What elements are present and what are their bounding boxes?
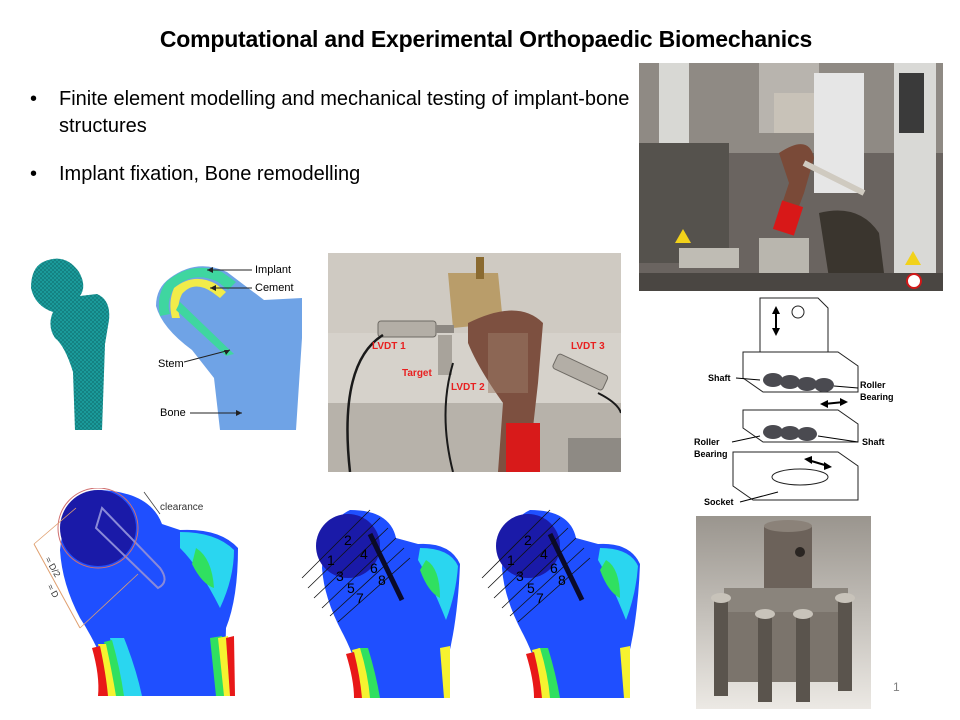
bullet-marker: •: [30, 88, 38, 110]
slide-title: Computational and Experimental Orthopaed…: [159, 26, 813, 52]
section-number: 4: [360, 546, 368, 562]
stem-label: Stem: [158, 358, 184, 370]
lvdt3-label: LVDT 3: [571, 341, 605, 352]
lvdt-setup-photo: LVDT 1 LVDT 3 Target LVDT 2: [328, 253, 621, 472]
shaft-top-label: Shaft: [708, 373, 731, 383]
bullet-text: Finite element modelling and mechanical …: [59, 88, 630, 137]
clearance-label: clearance: [160, 502, 204, 513]
section-number: 4: [540, 546, 548, 562]
fixture-photo: [696, 516, 871, 709]
stress-contour-clearance: clearance ≈ D/2 ≈ D: [20, 487, 245, 696]
section-number: 1: [327, 552, 335, 568]
roller-bearing-left-label: Roller Bearing: [694, 437, 728, 459]
shaft-right-label: Shaft: [862, 437, 885, 447]
section-number: 2: [344, 532, 352, 548]
bullet-list: • Finite element modelling and mechanica…: [30, 86, 630, 209]
page-number: 1: [893, 680, 900, 694]
section-number: 7: [536, 590, 544, 606]
testing-machine-photo: [639, 63, 943, 291]
stress-contour-sections-a: 1 2 3 4 5 6 7 8: [300, 508, 470, 698]
section-number: 8: [378, 572, 386, 588]
section-number: 8: [558, 572, 566, 588]
section-number: 5: [527, 580, 535, 596]
section-number: 2: [524, 532, 532, 548]
implant-bone-diagram: Implant Cement Stem Bone: [152, 258, 302, 430]
lvdt1-label: LVDT 1: [372, 341, 406, 352]
bullet-item: • Implant fixation, Bone remodelling: [30, 161, 630, 188]
bone-label: Bone: [160, 407, 186, 419]
cement-label: Cement: [255, 282, 294, 294]
implant-label: Implant: [255, 264, 292, 276]
section-number: 7: [356, 590, 364, 606]
section-number: 3: [336, 568, 344, 584]
section-number: 6: [370, 560, 378, 576]
section-number: 1: [507, 552, 515, 568]
bullet-marker: •: [30, 163, 38, 185]
fe-mesh-femur: [25, 254, 120, 432]
fixture-exploded-diagram: Shaft Roller Bearing Roller Bearing Shaf…: [688, 292, 910, 514]
section-number: 6: [550, 560, 558, 576]
section-number: 3: [516, 568, 524, 584]
bullet-item: • Finite element modelling and mechanica…: [30, 86, 630, 140]
section-number: 5: [347, 580, 355, 596]
lvdt2-label: LVDT 2: [451, 382, 485, 393]
stress-contour-sections-b: 1 2 3 4 5 6 7 8: [480, 508, 650, 698]
socket-label: Socket: [704, 497, 734, 507]
target-label: Target: [402, 368, 432, 379]
roller-bearing-top-label: Roller Bearing: [860, 380, 894, 402]
bullet-text: Implant fixation, Bone remodelling: [59, 163, 361, 185]
